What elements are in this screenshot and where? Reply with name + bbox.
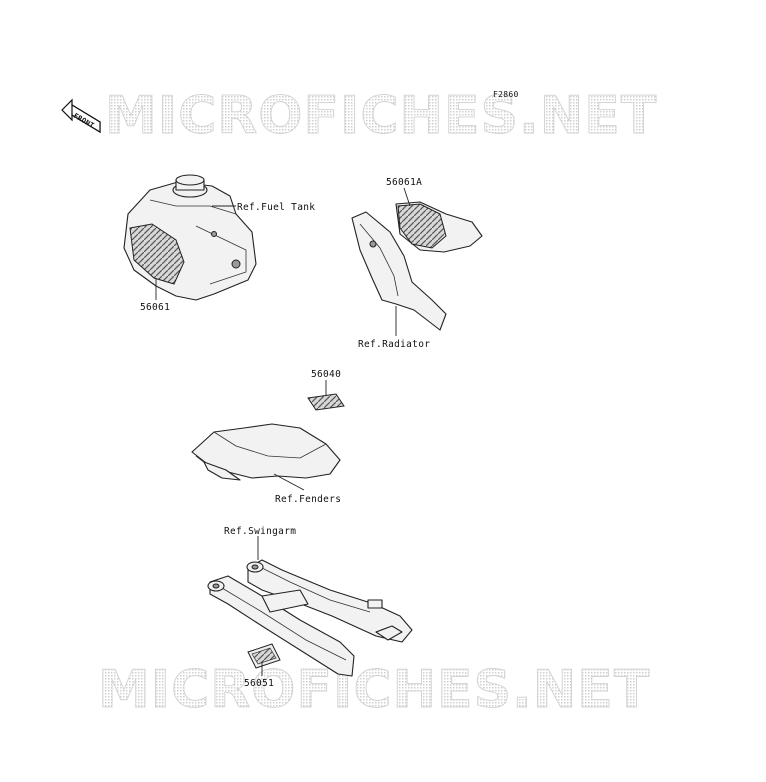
decal-56061 — [129, 223, 185, 285]
callout-swingarm: Ref.Swingarm — [224, 526, 296, 537]
front-arrow-icon: FRONT — [61, 98, 101, 134]
figure-code: F2860 — [493, 90, 519, 99]
callout-56061: 56061 — [140, 302, 170, 313]
callout-56040: 56040 — [311, 369, 341, 380]
rear-fender — [191, 423, 341, 481]
callout-radiator: Ref.Radiator — [358, 339, 430, 350]
swingarm — [207, 559, 413, 677]
radiator-shroud — [351, 201, 483, 331]
fuel-tank — [123, 174, 257, 301]
label-56040 — [307, 393, 345, 411]
watermark-bottom: MICROFICHES.NET — [98, 660, 650, 720]
label-56051 — [247, 643, 281, 669]
callout-56051: 56051 — [244, 678, 274, 689]
callout-fenders: Ref.Fenders — [275, 494, 341, 505]
decal-56061a — [397, 203, 447, 249]
callout-56061a: 56061A — [386, 177, 422, 188]
callout-fuel-tank: Ref.Fuel Tank — [237, 202, 315, 213]
watermark-top: MICROFICHES.NET — [105, 86, 657, 146]
